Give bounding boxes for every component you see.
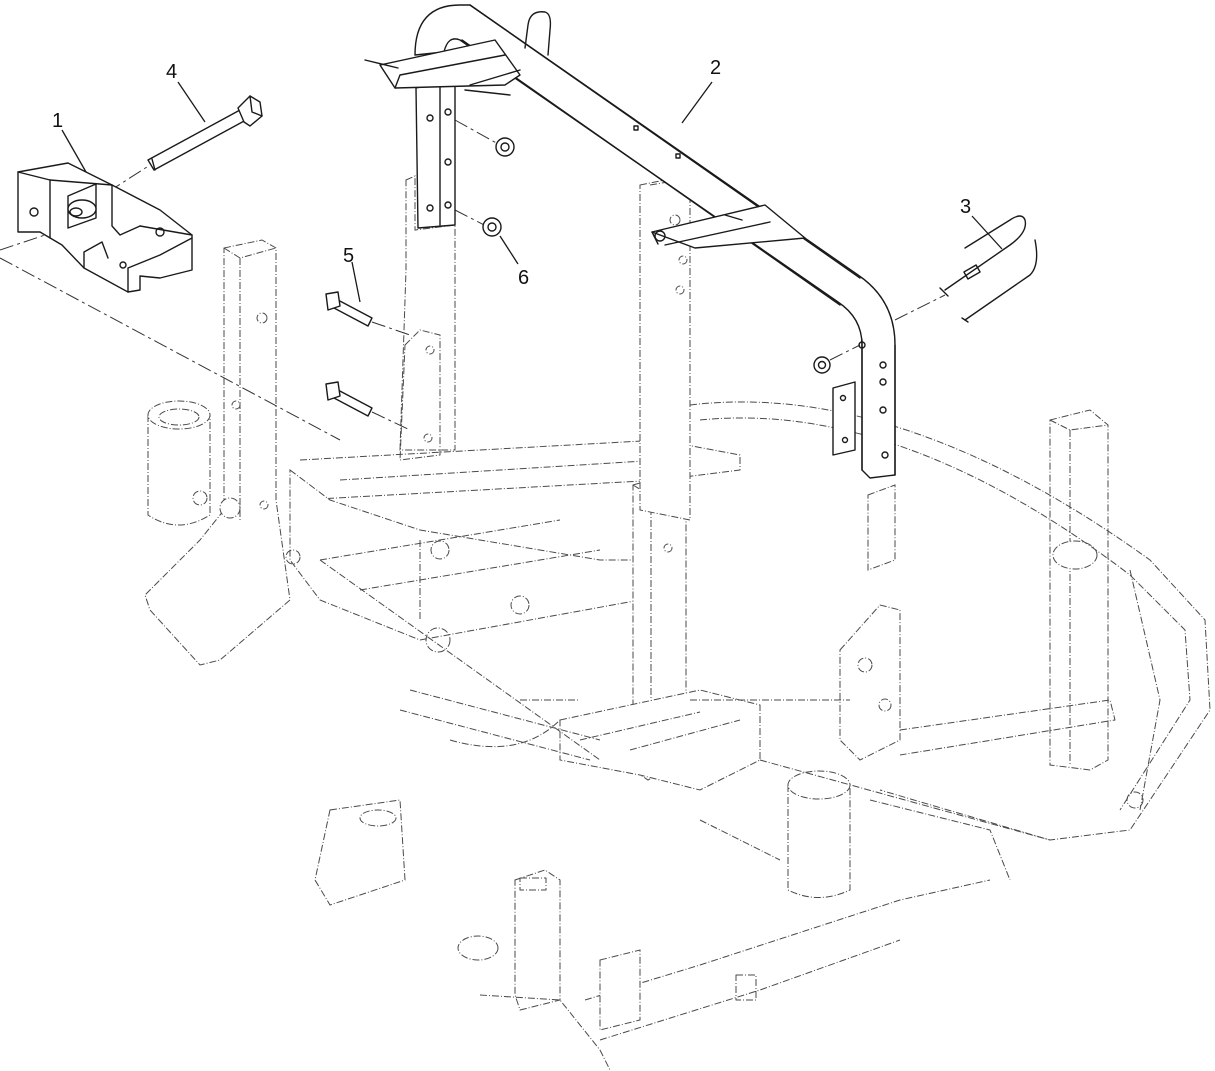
callout-5: 5	[343, 245, 354, 267]
mower-frame-ghost	[144, 239, 1211, 1071]
flange-nuts	[219, 137, 831, 519]
callout-6: 6	[518, 267, 529, 289]
callout-3: 3	[960, 196, 971, 218]
leader-lines	[61, 81, 1003, 303]
roll-bar-hoop	[364, 4, 896, 479]
callout-2: 2	[710, 57, 721, 79]
hairpin-pin	[939, 215, 1038, 323]
callout-labels: 1 2 3 4 5 6	[52, 57, 971, 289]
hitch-bracket	[17, 162, 193, 293]
callout-1: 1	[52, 110, 63, 132]
callout-4: 4	[166, 61, 177, 83]
long-bolt	[147, 95, 263, 171]
mount-plates-ghost	[399, 174, 896, 571]
short-bolts	[325, 291, 373, 417]
